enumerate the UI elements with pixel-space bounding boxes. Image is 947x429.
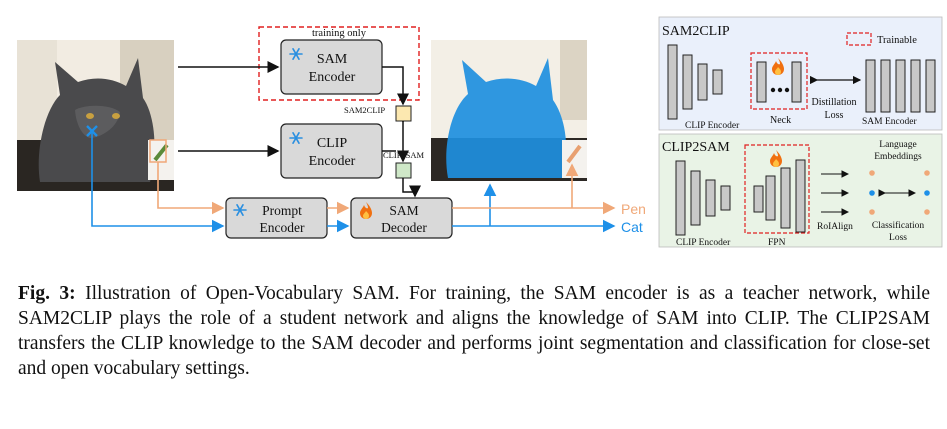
output-label-pen: Pen (621, 201, 646, 217)
caption-label: Fig. 3: (18, 283, 76, 304)
output-photo (431, 40, 587, 181)
fpn-region (744, 144, 810, 234)
fpn-bars (753, 159, 806, 233)
trainable-legend-label: Trainable (877, 35, 917, 46)
input-photo (17, 40, 174, 191)
training-only-label: training only (312, 28, 367, 39)
svg-text:CLIP: CLIP (317, 136, 348, 151)
sam2clip-adapter (395, 105, 412, 122)
clip2sam-title: CLIP2SAM (662, 140, 730, 155)
embedding-dots (869, 170, 930, 215)
sam2clip-panel: SAM2CLIP Trainable CLIP Encoder Neck Dis… (658, 16, 943, 131)
svg-text:SAM Encoder: SAM Encoder (862, 117, 917, 127)
neck-region (750, 52, 808, 110)
pen-mask (566, 144, 582, 164)
output-label-cat: Cat (621, 219, 643, 235)
clip-encoder-bars (675, 160, 731, 236)
svg-text:RoIAlign: RoIAlign (817, 222, 853, 232)
sam2clip-tag: SAM2CLIP (344, 105, 385, 115)
figure-caption: Fig. 3: Illustration of Open-Vocabulary … (18, 281, 930, 381)
clip2sam-adapter (395, 162, 412, 179)
figure: training only SAM Encoder CLIP Encoder P… (17, 16, 943, 248)
black-arrows (178, 61, 421, 198)
clip-encoder-bars (667, 44, 723, 120)
svg-text:FPN: FPN (768, 238, 786, 248)
svg-text:Language: Language (879, 140, 916, 150)
svg-text:Encoder: Encoder (260, 220, 305, 235)
clip-encoder-block: CLIP Encoder (280, 123, 383, 179)
svg-text:Loss: Loss (825, 110, 844, 121)
svg-text:Embeddings: Embeddings (874, 152, 922, 162)
point-prompt-path (91, 131, 616, 233)
neck-bars (756, 61, 802, 103)
roi-arrows (821, 170, 917, 216)
sam-encoder-block: SAM Encoder (280, 39, 383, 95)
svg-text:Neck: Neck (770, 115, 791, 126)
svg-text:CLIP Encoder: CLIP Encoder (685, 121, 740, 131)
svg-text:Encoder: Encoder (309, 154, 356, 169)
neck-dots (770, 87, 790, 93)
svg-text:Classification: Classification (872, 220, 924, 231)
training-only-region (258, 26, 420, 101)
svg-text:Distillation: Distillation (812, 97, 857, 108)
box-prompt-path (157, 162, 616, 215)
sam-encoder-bars (865, 59, 936, 113)
prompt-encoder-block: Prompt Encoder (225, 197, 328, 239)
svg-text:SAM: SAM (389, 203, 418, 218)
svg-text:Prompt: Prompt (262, 203, 302, 218)
svg-text:Loss: Loss (889, 233, 907, 243)
sam2clip-title: SAM2CLIP (662, 24, 730, 39)
cat-mask (446, 58, 567, 178)
svg-text:Encoder: Encoder (309, 70, 356, 85)
svg-text:SAM: SAM (317, 52, 348, 67)
clip2sam-panel: CLIP2SAM CLIP Encoder FPN RoIAlign Langu… (658, 133, 943, 248)
pen-object (153, 143, 169, 162)
svg-text:CLIP Encoder: CLIP Encoder (676, 238, 731, 248)
sam-decoder-block: SAM Decoder (350, 197, 453, 239)
trainable-legend-swatch (846, 32, 872, 46)
caption-text: Illustration of Open-Vocabulary SAM. For… (18, 283, 931, 379)
svg-text:Decoder: Decoder (381, 220, 427, 235)
